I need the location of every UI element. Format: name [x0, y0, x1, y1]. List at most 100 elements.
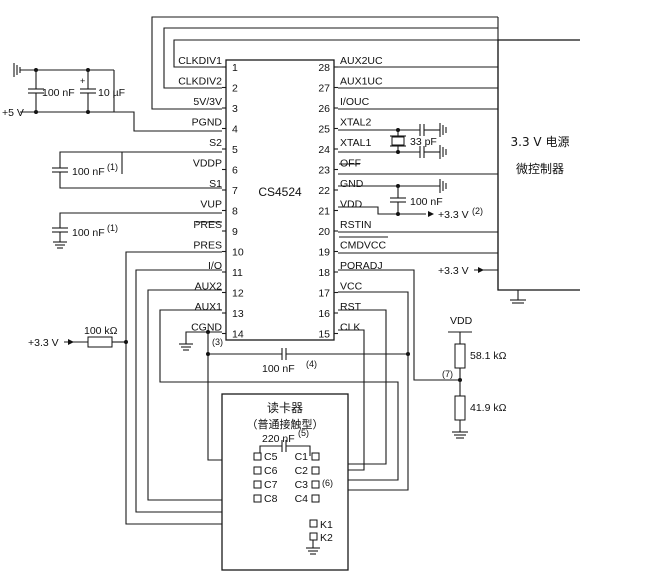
pin-number: 5 [232, 144, 238, 156]
vcc-decoupling-cap-label: 100 nF [262, 363, 295, 375]
chip-name: CS4524 [258, 185, 302, 199]
card-k2-label: K2 [320, 532, 333, 544]
ground-icon-k2 [306, 547, 320, 555]
pin-number: 21 [318, 206, 330, 218]
chip-pin-20: 20 RSTIN [318, 219, 371, 238]
card-reader-box [221, 393, 349, 571]
svg-text:(1): (1) [107, 162, 118, 172]
svg-text:(6): (6) [322, 478, 333, 488]
pin-label: PORADJ [340, 260, 383, 272]
pin-number: 6 [232, 165, 238, 177]
ground-icon-xtal2 [439, 123, 447, 137]
resistor-41k-label: 41.9 kΩ [470, 402, 507, 414]
svg-text:+: + [80, 76, 85, 86]
pin-number: 2 [232, 83, 238, 95]
mcu-title-line1: 3.3 V 电源 [511, 135, 570, 149]
chip-pin-28: 28 AUX2UC [318, 55, 383, 74]
pullup-supply-label: +3.3 V [28, 337, 59, 349]
svg-text:C6: C6 [264, 465, 278, 477]
mcu-supply-label: +3.3 V [438, 265, 469, 277]
svg-text:(1): (1) [107, 223, 118, 233]
pin-label: PGND [192, 117, 223, 129]
pin-label: GND [340, 178, 364, 190]
card-reader-title: 读卡器 [267, 401, 303, 415]
card-pin-C2: C2 [295, 465, 320, 477]
pin-number: 23 [318, 165, 330, 177]
cap-100nf-label: 100 nF [42, 87, 75, 99]
pin-number: 27 [318, 83, 330, 95]
pin-number: 10 [232, 247, 244, 259]
pin-number: 20 [318, 226, 330, 238]
pin-number: 3 [232, 103, 238, 115]
pin-label: AUX2UC [340, 55, 383, 67]
chip-pin-26: 26 I/OUC [318, 96, 369, 115]
pin-label: RSTIN [340, 219, 372, 231]
pin-label: CLKDIV2 [178, 76, 222, 88]
pin-label: VUP [200, 199, 222, 211]
resistor-100k-label: 100 kΩ [84, 325, 118, 337]
pin-number: 18 [318, 267, 330, 279]
pin-number: 14 [232, 329, 244, 341]
pin-label: RST [340, 301, 362, 313]
pin-label: S2 [209, 137, 222, 149]
pin-number: 13 [232, 308, 244, 320]
crystal-cap-label: 33 pF [410, 136, 437, 148]
pin-label: CMDVCC [340, 240, 386, 252]
card-k2-pad [309, 532, 318, 541]
card-pin-C4: C4 [295, 493, 320, 505]
pin-number: 11 [232, 267, 243, 279]
pin-number: 28 [318, 62, 330, 74]
card-k1-label: K1 [320, 519, 333, 531]
svg-text:(7): (7) [442, 369, 453, 379]
pin-label: AUX1UC [340, 76, 383, 88]
pin-number: 19 [318, 247, 330, 259]
vdd-supply-label: +3.3 V [438, 209, 469, 221]
svg-text:C2: C2 [295, 465, 309, 477]
pin-number: 15 [318, 329, 330, 341]
ground-icon-vup [53, 241, 67, 249]
chip-pin-5: 5 S2 [209, 137, 238, 156]
svg-text:C5: C5 [264, 451, 278, 463]
mcu-title-line2: 微控制器 [516, 162, 564, 176]
pin-number: 24 [318, 144, 330, 156]
card-reader-subtitle: （普通接触型） [247, 417, 324, 431]
pin-label: XTAL2 [340, 117, 371, 129]
ground-icon-cgnd [179, 343, 193, 351]
clkdiv1-wire [173, 39, 498, 68]
pin-number: 7 [232, 185, 238, 197]
pin-number: 26 [318, 103, 330, 115]
pin-label: S1 [209, 178, 222, 190]
vdd-decoupling-cap-label: 100 nF [410, 196, 443, 208]
pin-label: PRES [193, 240, 222, 252]
chip-pin-27: 27 AUX1UC [318, 76, 383, 95]
pin-number: 4 [232, 124, 238, 136]
pin-label: I/O [208, 260, 222, 272]
pin-label: 5V/3V [193, 96, 222, 108]
crystal-symbol [391, 136, 405, 146]
plus5v-label: +5 V [2, 107, 24, 119]
pin-label: PRES [193, 219, 222, 231]
resistor-100k [87, 336, 113, 348]
ground-icon-divider [452, 431, 468, 439]
chip-pin-24: 24 XTAL1 [318, 137, 371, 156]
pin-label: AUX2 [195, 281, 223, 293]
input-connector-icon [13, 63, 21, 77]
svg-text:C3: C3 [295, 479, 309, 491]
chip-pin-19: 19 CMDVCC [318, 240, 386, 259]
cap-s1s2-label: 100 nF [72, 166, 105, 178]
resistor-58k [454, 343, 466, 369]
pin-label: I/OUC [340, 96, 370, 108]
pin-number: 1 [232, 62, 238, 74]
pin-number: 8 [232, 206, 238, 218]
cs4524-chip-body [225, 59, 335, 341]
pin-label: XTAL1 [340, 137, 371, 149]
card-k1-pad [309, 519, 318, 528]
chip-pin-3: 3 5V/3V [193, 96, 238, 115]
svg-text:C8: C8 [264, 493, 278, 505]
svg-text:(5): (5) [298, 428, 309, 438]
